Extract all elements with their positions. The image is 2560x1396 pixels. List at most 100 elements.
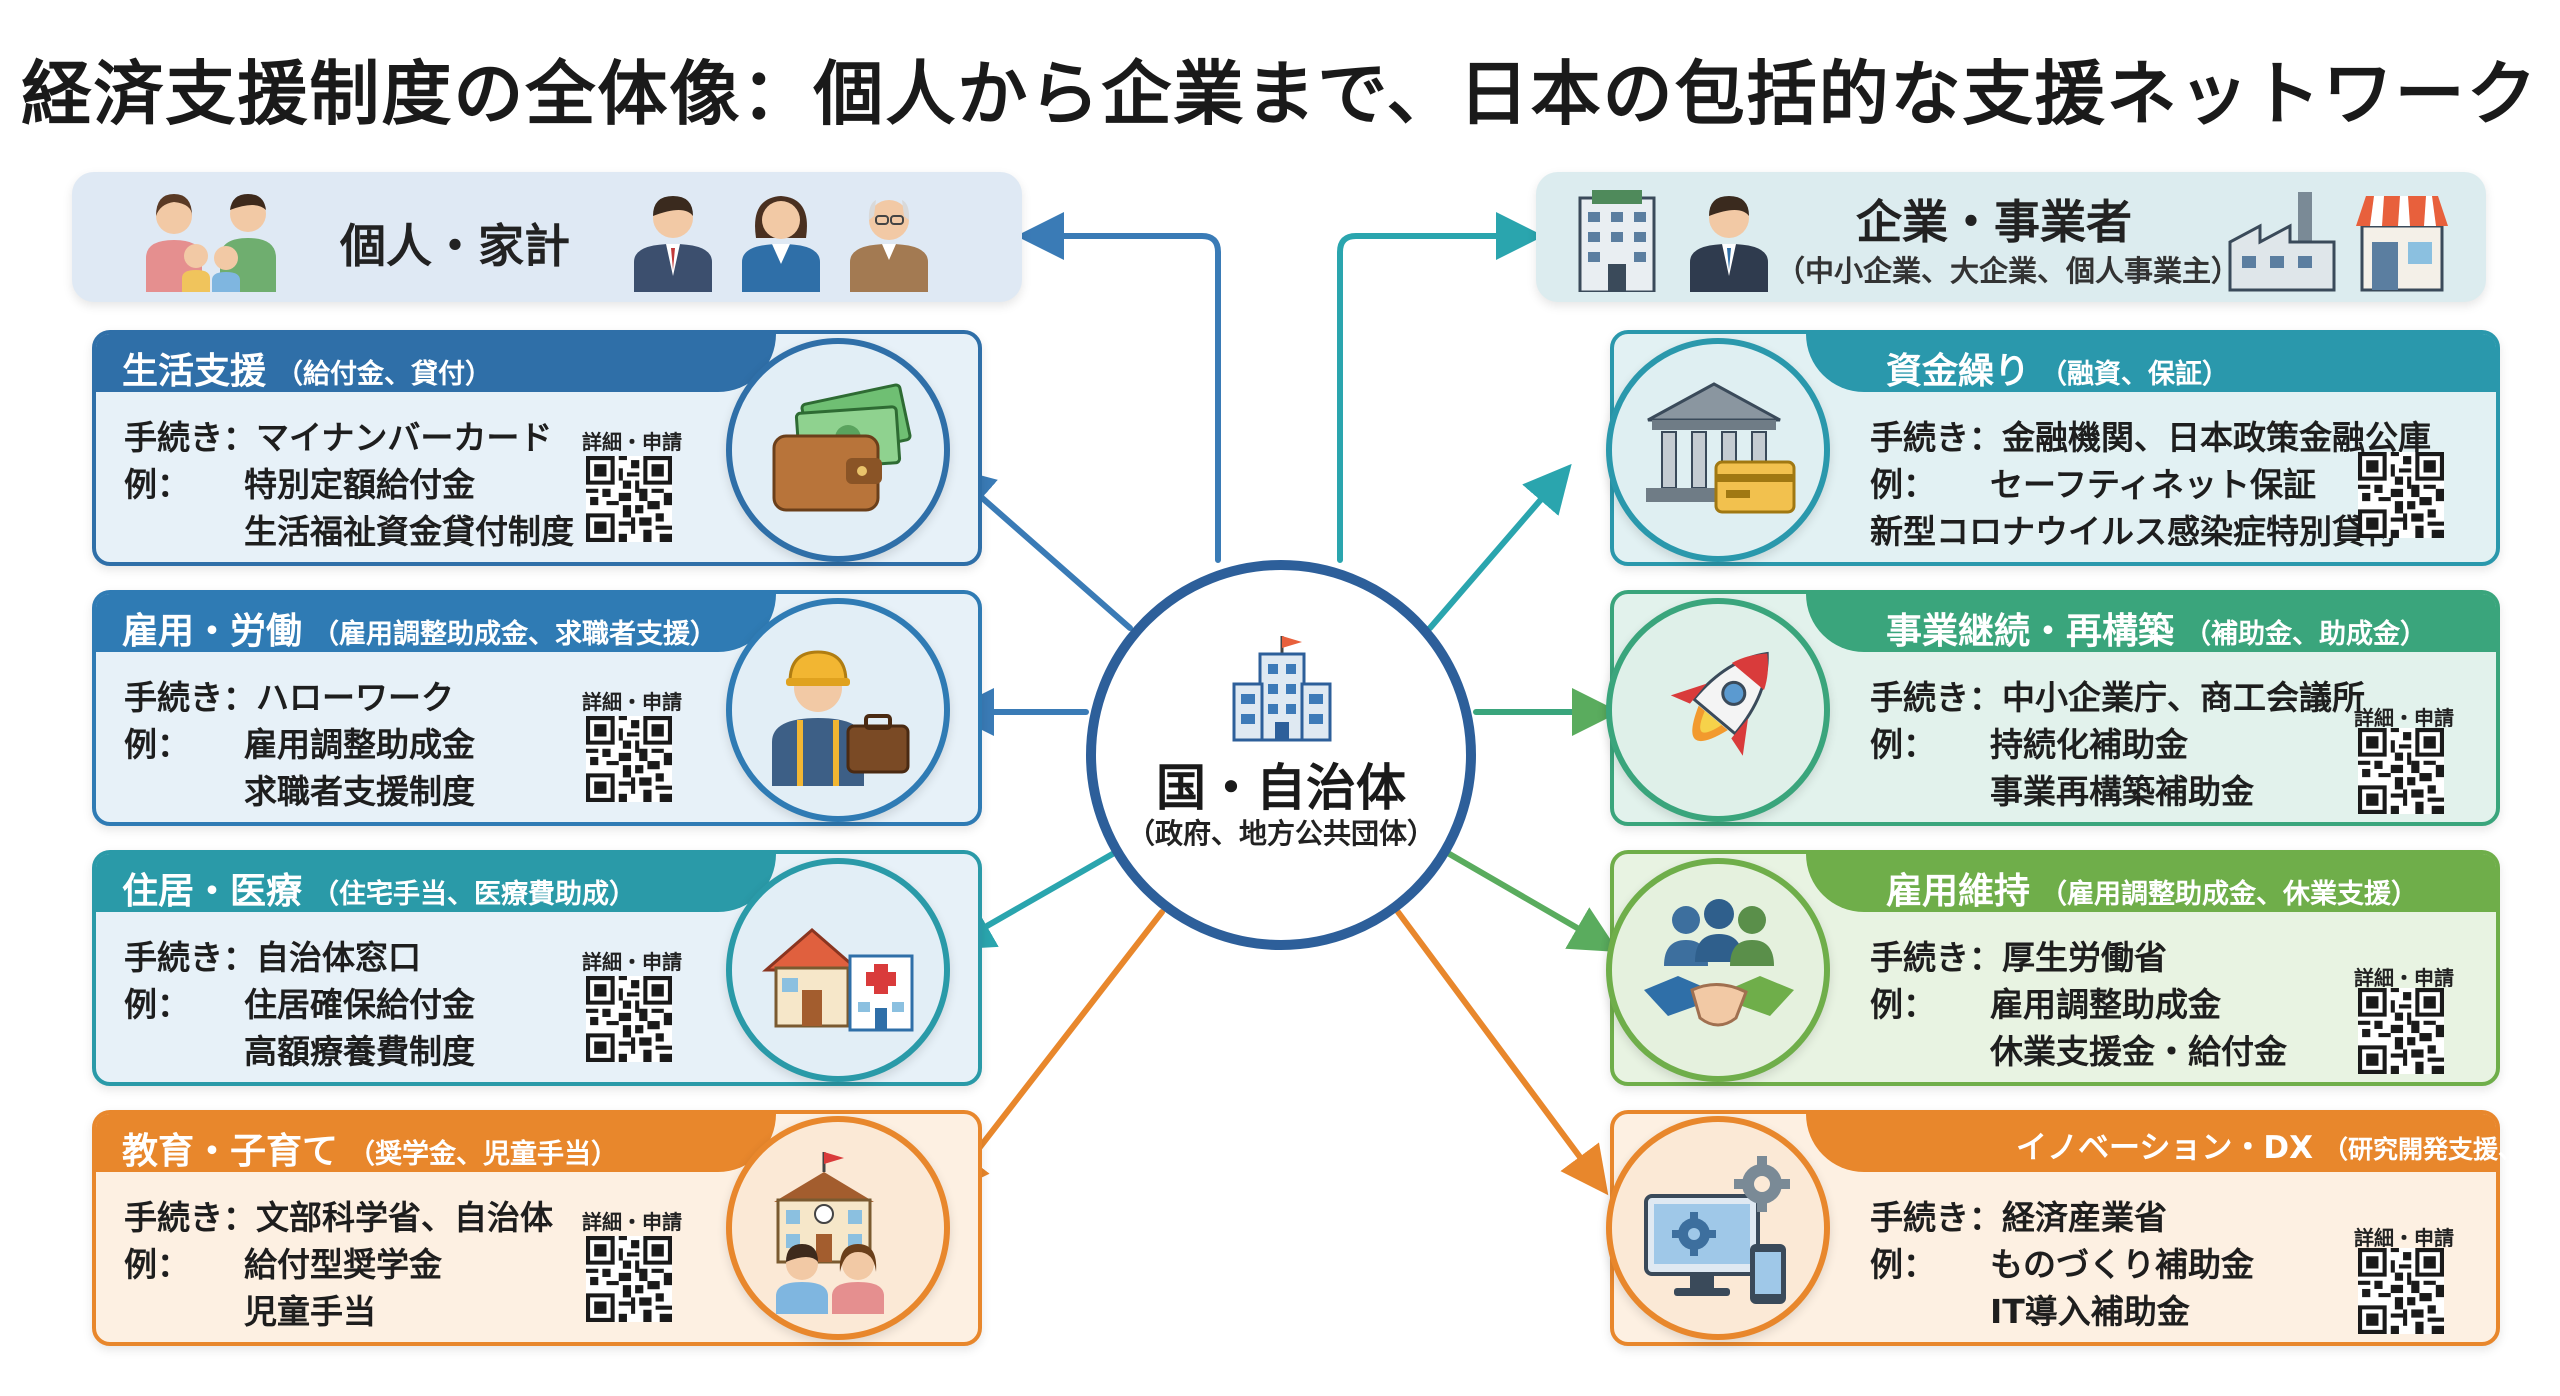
- businessman-icon: [634, 196, 712, 292]
- qr-code-icon[interactable]: [586, 1236, 672, 1322]
- innovation-icon-circle: [1606, 1116, 1830, 1340]
- hub-subtitle: （政府、地方公共団体）: [1126, 817, 1435, 850]
- example-item: 雇用調整助成金: [244, 725, 475, 764]
- example-item: 特別定額給付金: [244, 465, 475, 504]
- hub-title: 国・自治体: [1156, 759, 1406, 817]
- house-hospital-icon: [761, 928, 914, 1032]
- qr-code-icon[interactable]: [2358, 988, 2444, 1074]
- procedure-value: 自治体窓口: [256, 938, 421, 977]
- procedure-value: 厚生労働省: [2002, 938, 2167, 977]
- example-item: 求職者支援制度: [244, 772, 475, 811]
- qr-code-icon[interactable]: [2358, 728, 2444, 814]
- business-person-icon: [1690, 196, 1768, 292]
- continuity-card-header: 事業継続・再構築 （補助金、助成金）: [1806, 594, 2496, 652]
- qr-code-icon[interactable]: [586, 456, 672, 542]
- card-body: 手続き：金融機関、日本政策金融公庫 例：セーフティネット保証 新型コロナウイルス…: [1870, 414, 2431, 555]
- retention-card: 雇用維持 （雇用調整助成金、休業支援） 手続き：厚生労働省 例： 雇用調整助成金 休…: [1610, 850, 2500, 1086]
- card-subtitle: （雇用調整助成金、休業支援）: [2040, 879, 2419, 910]
- qr-label: 詳細・申請: [2354, 966, 2454, 990]
- life-support-icon-circle: [726, 338, 950, 562]
- card-body: 手続き：マイナンバーカード 例： 特別定額給付金 生活福祉資金貸付制度: [124, 414, 574, 555]
- qr-label: 詳細・申請: [582, 690, 682, 714]
- card-title: 住居・医療: [122, 871, 303, 912]
- handshake-people-icon: [1644, 899, 1794, 1027]
- office-building-icon: [1578, 190, 1656, 292]
- example-item: セーフティネット保証: [1990, 465, 2317, 504]
- card-title: 生活支援: [122, 351, 267, 392]
- example-label: 例：: [124, 985, 190, 1024]
- card-subtitle: （融資、保証）: [2040, 359, 2230, 390]
- qr-code-icon[interactable]: [586, 976, 672, 1062]
- funding-icon-circle: [1606, 338, 1830, 562]
- example-item: 児童手当: [244, 1292, 376, 1331]
- example-item: 生活福祉資金貸付制度: [244, 512, 574, 551]
- card-subtitle: （雇用調整助成金、求職者支援）: [312, 619, 718, 650]
- worker-briefcase-icon: [772, 650, 910, 786]
- funding-card-header: 資金繰り（融資、保証）: [1806, 334, 2496, 392]
- qr-label: 詳細・申請: [2354, 706, 2454, 730]
- card-body: 手続き：中小企業庁、商工会議所 例：持続化補助金 事業再構築補助金: [1870, 674, 2365, 815]
- qr-label: 詳細・申請: [582, 950, 682, 974]
- qr-label: 詳細・申請: [582, 430, 682, 454]
- funding-card: 資金繰り（融資、保証） 手続き：金融機関、日本政策金融公庫 例：セーフティネット…: [1610, 330, 2500, 566]
- example-label: 例：: [124, 465, 190, 504]
- government-building-icon: [1232, 636, 1332, 742]
- card-title: 教育・子育て: [122, 1131, 339, 1172]
- government-hub: 国・自治体 （政府、地方公共団体）: [1086, 560, 1476, 950]
- arrow-to-housing: [945, 849, 1119, 950]
- procedure-label: 手続き：: [1870, 938, 2002, 977]
- factory-icon: [2228, 192, 2336, 292]
- example-item: IT導入補助金: [1990, 1292, 2190, 1331]
- example-item: 新型コロナウイルス感染症特別貸付: [1870, 512, 2398, 551]
- example-label: 例：: [1870, 985, 1936, 1024]
- arrow-to-education: [941, 909, 1165, 1197]
- procedure-value: 金融機関、日本政策金融公庫: [2002, 418, 2431, 457]
- life-support-card-header: 生活支援（給付金、貸付）: [96, 334, 776, 392]
- card-title: イノベーション・DX: [2016, 1130, 2314, 1166]
- procedure-value: 経済産業省: [2002, 1198, 2167, 1237]
- example-item: 休業支援金・給付金: [1990, 1032, 2287, 1071]
- example-item: 事業再構築補助金: [1990, 772, 2254, 811]
- card-title: 雇用維持: [1886, 871, 2031, 912]
- card-body: 手続き：自治体窓口 例：住居確保給付金 高額療養費制度: [124, 934, 475, 1075]
- procedure-label: 手続き：: [1870, 678, 2002, 717]
- arrow-to-innovation: [1395, 909, 1609, 1196]
- rocket-icon: [1670, 651, 1769, 756]
- business-header-subtitle: （中小企業、大企業、個人事業主）: [1776, 254, 2241, 288]
- arrow-to-retention: [1443, 849, 1619, 953]
- procedure-value: ハローワーク: [256, 678, 454, 717]
- elderly-man-icon: [850, 200, 928, 292]
- procedure-value: 中小企業庁、商工会議所: [2002, 678, 2365, 717]
- card-subtitle: （研究開発支援、IT導入補助）: [2323, 1135, 2560, 1164]
- qr-code-icon[interactable]: [2358, 452, 2444, 538]
- card-subtitle: （奨学金、児童手当）: [348, 1139, 619, 1170]
- example-item: 雇用調整助成金: [1990, 985, 2221, 1024]
- card-subtitle: （補助金、助成金）: [2184, 619, 2428, 650]
- business-header-title: 企業・事業者: [1856, 195, 2132, 249]
- example-label: 例：: [124, 1245, 190, 1284]
- example-label: 例：: [124, 725, 190, 764]
- education-card-header: 教育・子育て （奨学金、児童手当）: [96, 1114, 776, 1172]
- card-title: 事業継続・再構築: [1886, 611, 2175, 652]
- qr-label: 詳細・申請: [582, 1210, 682, 1234]
- retention-icon-circle: [1606, 858, 1830, 1082]
- procedure-label: 手続き：: [1870, 1198, 2002, 1237]
- qr-code-icon[interactable]: [2358, 1248, 2444, 1334]
- woman-icon: [742, 196, 820, 292]
- card-subtitle: （住宅手当、医療費助成）: [312, 879, 637, 910]
- housing-icon-circle: [726, 858, 950, 1082]
- procedure-label: 手続き：: [124, 418, 256, 457]
- procedure-label: 手続き：: [124, 678, 256, 717]
- card-body: 手続き：文部科学省、自治体 例：給付型奨学金 児童手当: [124, 1194, 553, 1335]
- arrow-to-funding: [1427, 463, 1572, 631]
- shop-icon: [2356, 196, 2448, 292]
- qr-code-icon[interactable]: [586, 716, 672, 802]
- housing-card-header: 住居・医療 （住宅手当、医療費助成）: [96, 854, 776, 912]
- example-item: ものづくり補助金: [1990, 1245, 2254, 1284]
- procedure-value: マイナンバーカード: [256, 418, 553, 457]
- example-item: 住居確保給付金: [244, 985, 475, 1024]
- continuity-icon-circle: [1606, 598, 1830, 822]
- arrow-to-life-support: [945, 466, 1133, 631]
- employment-icon-circle: [726, 598, 950, 822]
